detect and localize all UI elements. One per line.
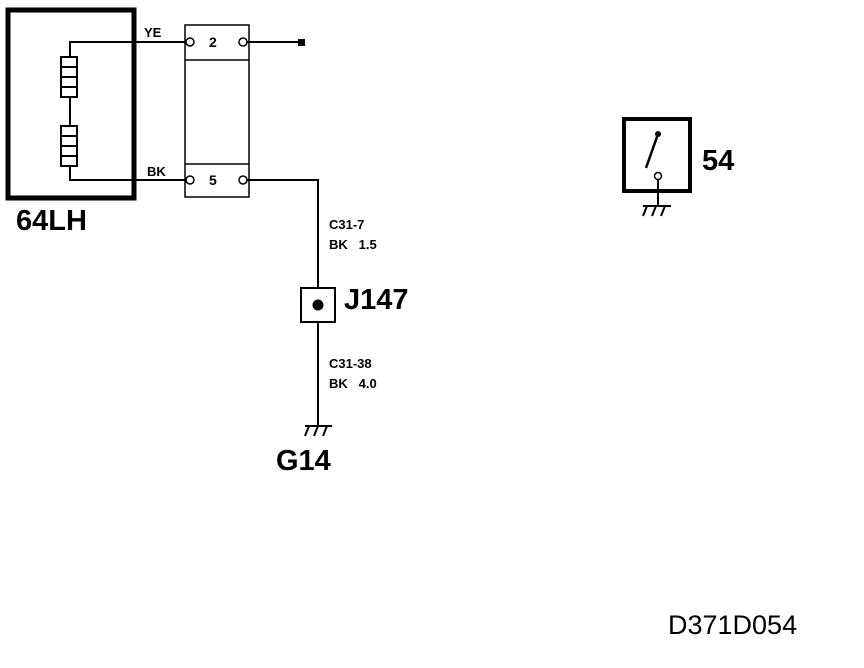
pin-terminal-icon [185,175,195,185]
heating-element-icon [60,41,134,181]
circuit-lower-code: C31-38 [329,356,372,371]
ground-g14-icon [304,425,332,437]
junction-j147 [300,287,336,323]
splice-dot-icon [312,299,324,311]
connector-body [184,24,250,198]
wire-color-ye: YE [144,25,162,40]
circuit-upper-code: C31-7 [329,217,364,232]
switch-label: 54 [702,145,734,177]
wire-end-terminal-icon [298,39,305,46]
circuit-upper-spec: BK 1.5 [329,237,377,252]
component-label: 64LH [16,205,87,237]
connector-block [184,24,250,198]
switch-54 [622,117,692,217]
ground-icon [642,205,671,217]
pin-terminal-icon [238,37,248,47]
pin-terminal-icon [238,175,248,185]
switch-contact-icon [644,131,663,206]
wire-color-bk: BK [147,164,166,179]
ground-label: G14 [276,445,331,477]
junction-label: J147 [344,284,409,316]
pin-number-bottom: 5 [209,172,217,188]
wire-c31-7 [247,179,319,288]
diagram-code: D371D054 [668,610,797,640]
pin-number-top: 2 [209,34,217,50]
pin-terminal-icon [185,37,195,47]
component-64lh [5,7,185,201]
circuit-lower-spec: BK 4.0 [329,376,377,391]
component-box [5,7,137,201]
